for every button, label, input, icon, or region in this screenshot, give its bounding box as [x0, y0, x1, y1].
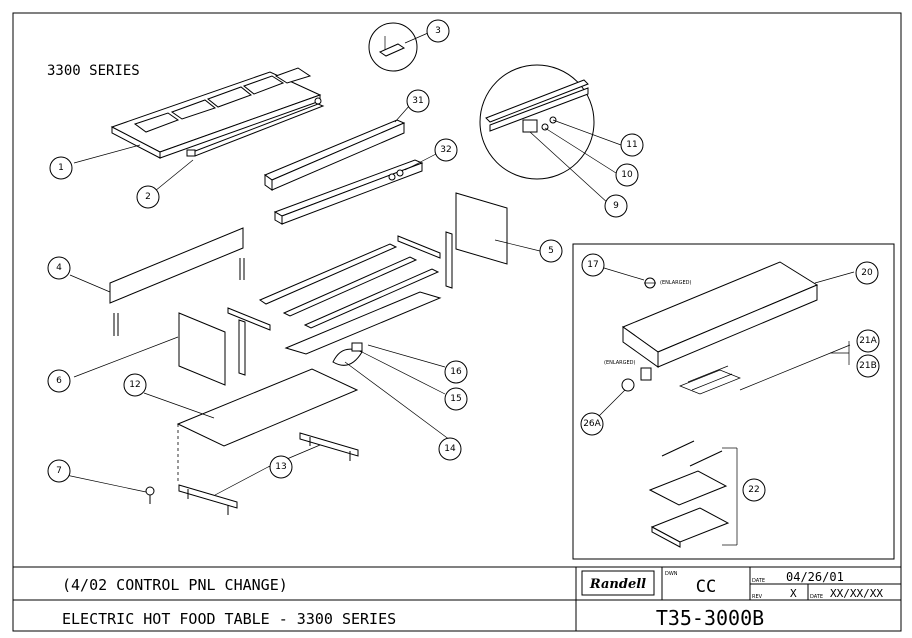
callout-6: 6 — [47, 369, 71, 393]
callout-20: 20 — [855, 261, 879, 285]
callout-4: 4 — [47, 256, 71, 280]
part-17-detail — [644, 277, 656, 289]
svg-text:3: 3 — [435, 26, 441, 36]
drawn-by-label: DWN — [665, 571, 678, 577]
callout-15: 15 — [444, 387, 468, 411]
svg-text:7: 7 — [56, 466, 62, 476]
enlarged-label-1: (ENLARGED) — [660, 280, 692, 286]
svg-text:32: 32 — [440, 145, 451, 155]
svg-text:6: 6 — [56, 376, 62, 386]
middle-rails — [258, 231, 453, 355]
svg-text:26A: 26A — [583, 419, 601, 429]
part-4-panel — [109, 227, 245, 336]
svg-text:14: 14 — [444, 444, 456, 454]
callout-22: 22 — [742, 478, 766, 502]
part-21-elements — [679, 344, 851, 395]
part-22-stack — [648, 440, 738, 548]
callout-5: 5 — [539, 239, 563, 263]
callout-16: 16 — [444, 360, 468, 384]
rev-by-label: REV — [752, 594, 763, 600]
part-3-detail — [368, 22, 429, 72]
callout-32: 32 — [434, 138, 458, 162]
date-label: DATE — [752, 578, 765, 584]
part-6-side-panel — [178, 307, 271, 386]
svg-text:21A: 21A — [859, 336, 877, 346]
part-32-channel — [273, 159, 424, 225]
drawing-number: T35-3000B — [656, 606, 764, 630]
callout-17: 17 — [581, 253, 605, 277]
drawing-title: ELECTRIC HOT FOOD TABLE - 3300 SERIES — [62, 610, 396, 628]
callout-10: 10 — [615, 163, 639, 187]
part-13-legs — [178, 432, 359, 515]
sheet-border — [12, 12, 902, 632]
callout-21a: 21A — [856, 329, 880, 353]
part-20-pan — [621, 261, 819, 368]
detail-9-10-11 — [479, 64, 595, 180]
revision-note: (4/02 CONTROL PNL CHANGE) — [62, 576, 288, 594]
svg-text:15: 15 — [450, 394, 461, 404]
callout-26a: 26A — [580, 412, 604, 436]
series-label: 3300 SERIES — [47, 63, 140, 79]
enlarged-label-2: (ENLARGED) — [604, 360, 636, 366]
part-1-top-frame — [110, 67, 322, 159]
rev-date: XX/XX/XX — [830, 587, 883, 600]
rev-by: X — [790, 587, 797, 600]
title-block: (4/02 CONTROL PNL CHANGE) ELECTRIC HOT F… — [13, 566, 901, 631]
svg-text:10: 10 — [621, 170, 633, 180]
callout-9: 9 — [604, 194, 628, 218]
svg-text:21B: 21B — [859, 361, 877, 371]
svg-text:17: 17 — [587, 260, 598, 270]
svg-text:9: 9 — [613, 201, 619, 211]
callout-3: 3 — [426, 19, 450, 43]
svg-text:2: 2 — [145, 192, 151, 202]
callout-21b: 21B — [856, 354, 880, 378]
svg-text:4: 4 — [56, 263, 62, 273]
callout-12: 12 — [123, 373, 147, 397]
callout-1: 1 — [49, 156, 73, 180]
rev-date-label: DATE — [810, 594, 823, 600]
svg-text:11: 11 — [626, 140, 637, 150]
leader-lines — [65, 104, 855, 496]
part-12-top — [176, 368, 359, 482]
drawing-date: 04/26/01 — [786, 570, 844, 584]
svg-text:16: 16 — [450, 367, 462, 377]
part-2-rail — [186, 97, 325, 157]
svg-text:13: 13 — [275, 462, 286, 472]
inset-frame — [572, 243, 895, 560]
part-7-screw — [145, 486, 155, 504]
callout-7: 7 — [47, 459, 71, 483]
callout-11: 11 — [620, 133, 644, 157]
part-14-15-16 — [332, 342, 363, 366]
callout-31: 31 — [406, 89, 430, 113]
callout-13: 13 — [269, 455, 293, 479]
svg-text:5: 5 — [548, 246, 554, 256]
callout-2: 2 — [136, 185, 160, 209]
svg-text:20: 20 — [861, 268, 873, 278]
logo-box — [581, 570, 655, 596]
svg-text:22: 22 — [748, 485, 759, 495]
callout-14: 14 — [438, 437, 462, 461]
svg-text:31: 31 — [412, 96, 423, 106]
drawn-by: CC — [696, 577, 716, 597]
svg-text:1: 1 — [58, 163, 64, 173]
part-26a-detail — [621, 367, 652, 392]
part-31-channel — [263, 119, 406, 191]
company-logo: Randell — [589, 577, 646, 592]
svg-text:12: 12 — [129, 380, 140, 390]
part-5-end-panel — [455, 192, 508, 265]
